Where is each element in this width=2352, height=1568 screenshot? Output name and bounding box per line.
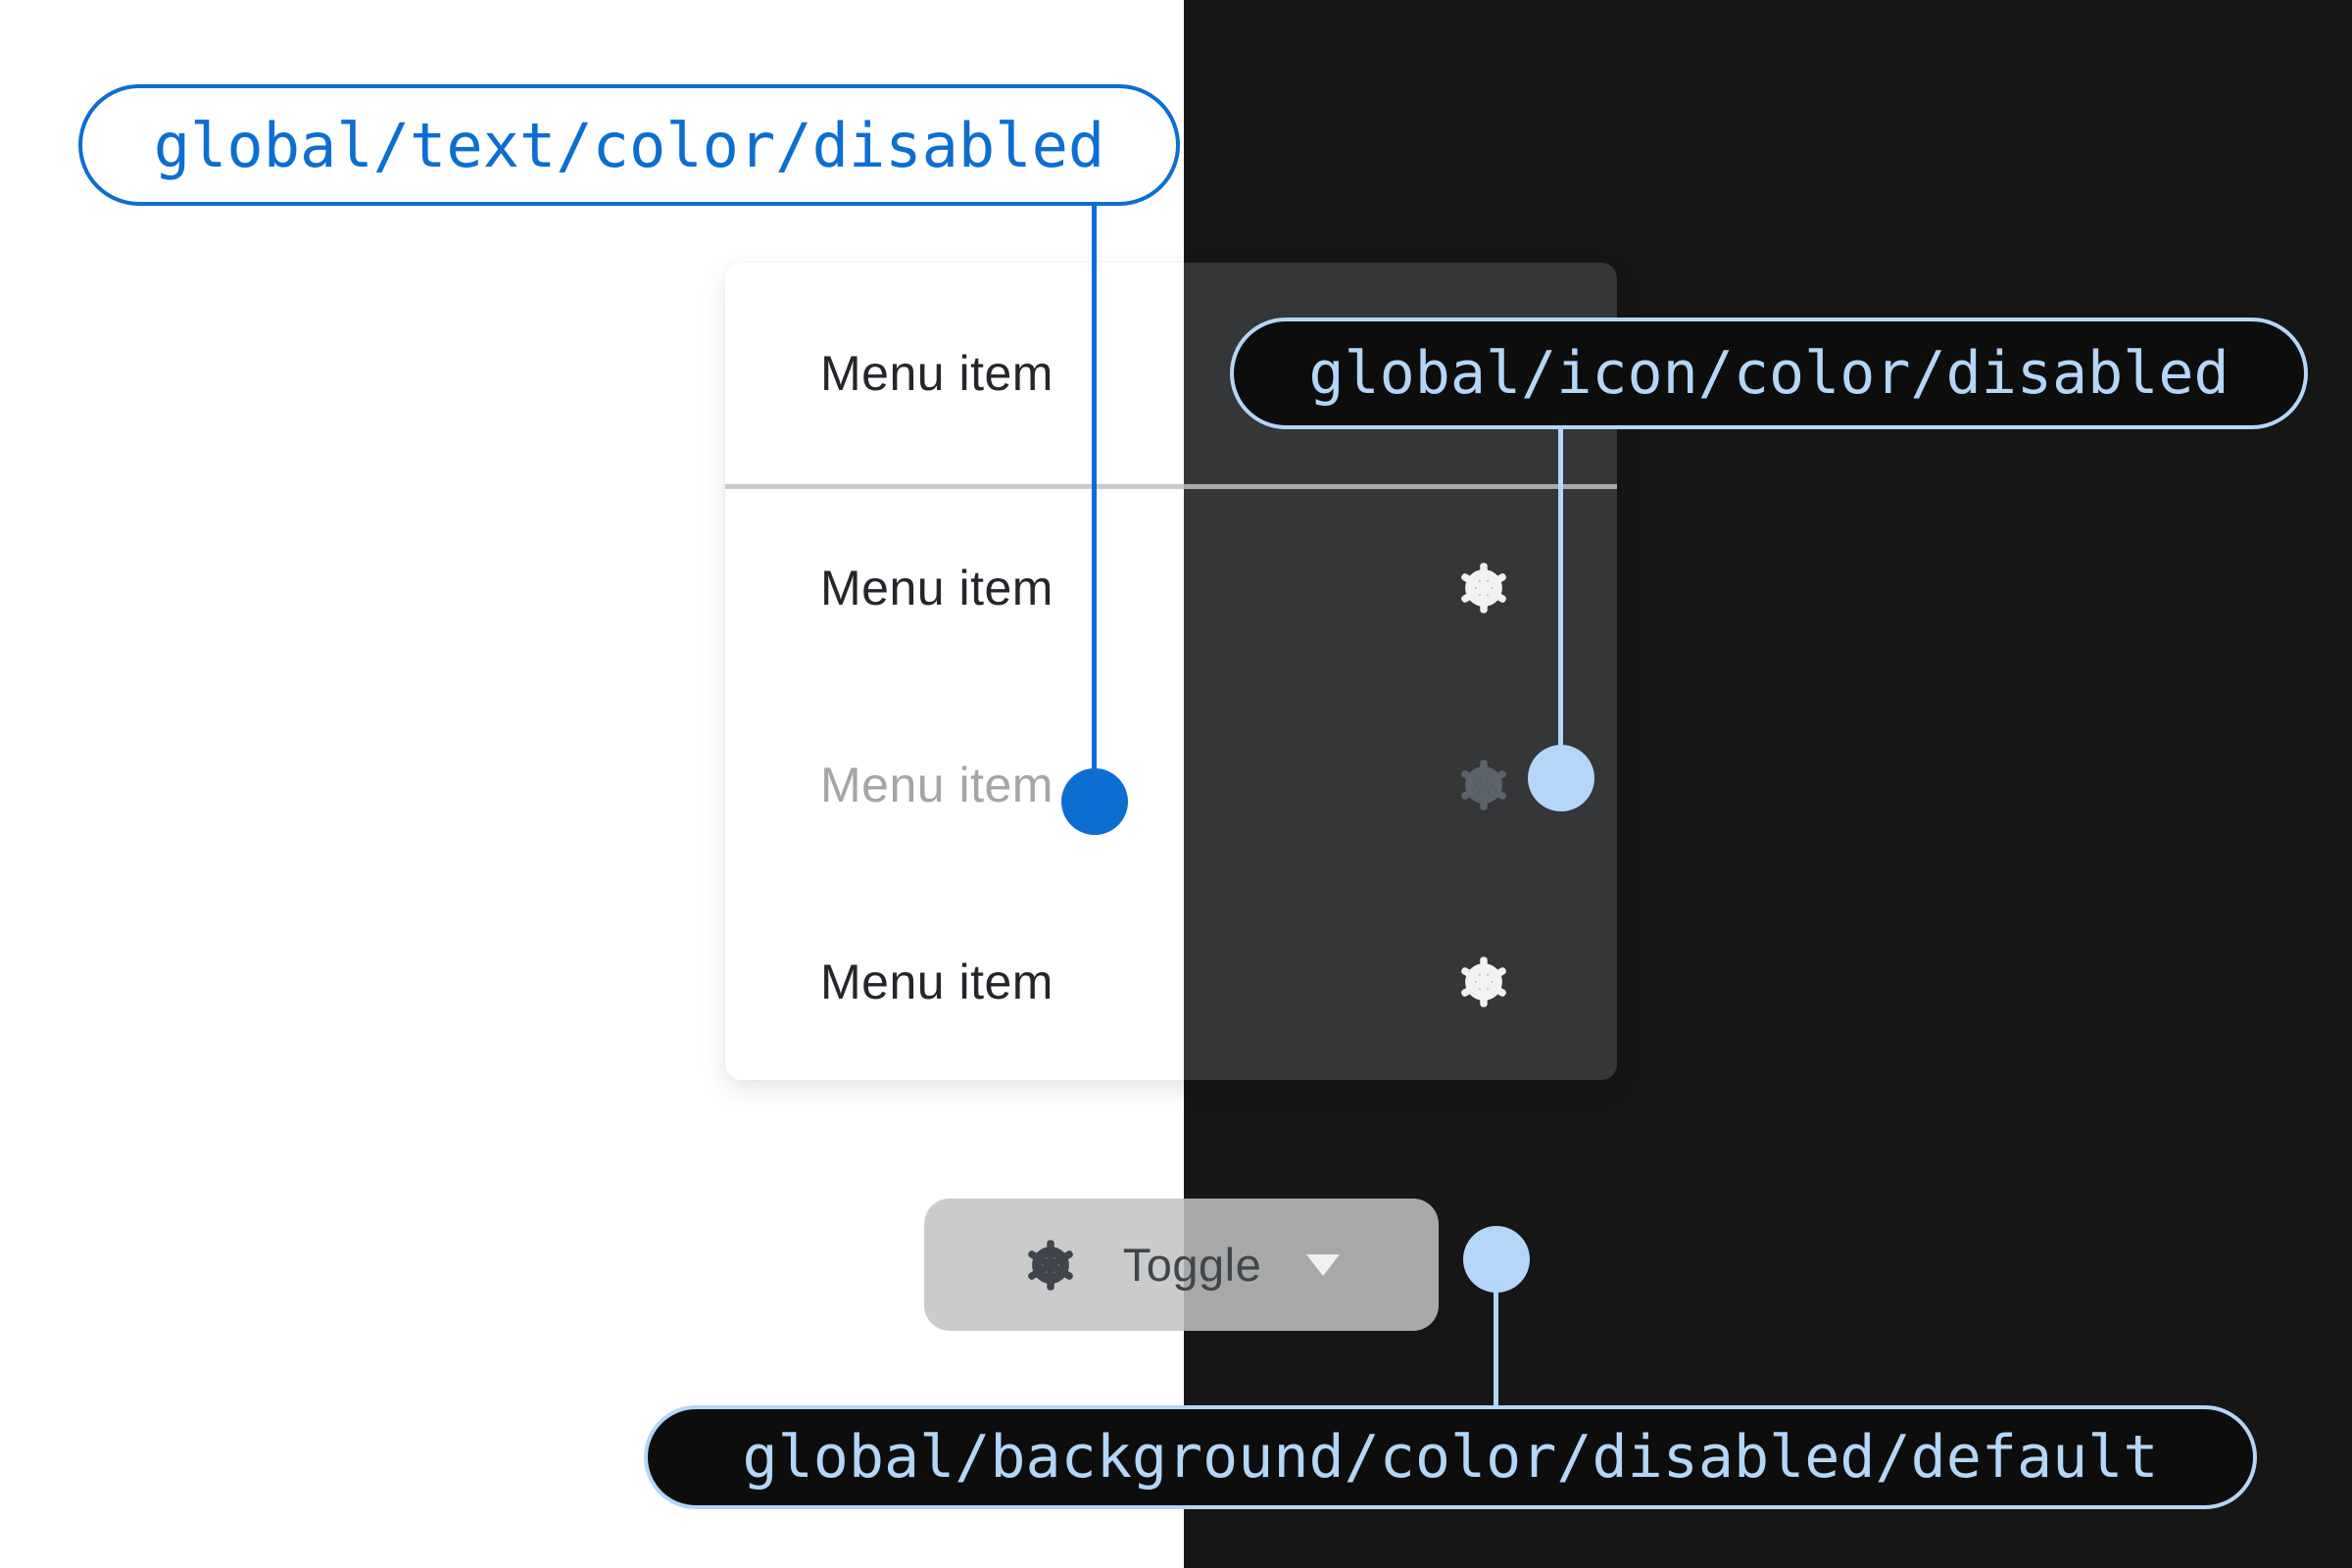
toggle-button[interactable]: Toggle [924, 1199, 1439, 1331]
text-token-connector-line [1092, 204, 1097, 804]
menu-item-row-disabled[interactable]: Menu item [725, 686, 1617, 883]
token-pill-text-disabled: global/text/color/disabled [78, 84, 1180, 206]
icon-token-connector-line [1558, 427, 1563, 780]
token-label: global/background/color/disabled/default [742, 1423, 2159, 1492]
gear-icon [1456, 561, 1511, 615]
background-token-connector-line [1494, 1290, 1498, 1409]
gear-icon [1456, 955, 1511, 1009]
gear-icon [1023, 1238, 1078, 1293]
background-token-marker-dot [1463, 1226, 1530, 1293]
caret-down-icon [1306, 1253, 1341, 1276]
token-label: global/icon/color/disabled [1308, 339, 2230, 408]
menu-item-label: Menu item [820, 346, 1054, 401]
gear-icon-disabled [1456, 758, 1511, 812]
menu-item-label: Menu item [820, 560, 1054, 615]
menu-item-label: Menu item [820, 954, 1054, 1009]
toggle-button-label: Toggle [1122, 1239, 1262, 1291]
menu-item-row[interactable]: Menu item [725, 263, 1617, 484]
icon-token-marker-dot [1528, 745, 1594, 811]
menu-item-row[interactable]: Menu item [725, 489, 1617, 686]
menu-item-label-disabled: Menu item [820, 757, 1054, 812]
token-pill-background-disabled: global/background/color/disabled/default [644, 1405, 2257, 1509]
token-label: global/text/color/disabled [153, 109, 1105, 181]
token-pill-icon-disabled: global/icon/color/disabled [1230, 318, 2308, 429]
menu-item-row[interactable]: Menu item [725, 883, 1617, 1080]
menu-divider [725, 484, 1617, 489]
text-token-marker-dot [1061, 768, 1128, 835]
